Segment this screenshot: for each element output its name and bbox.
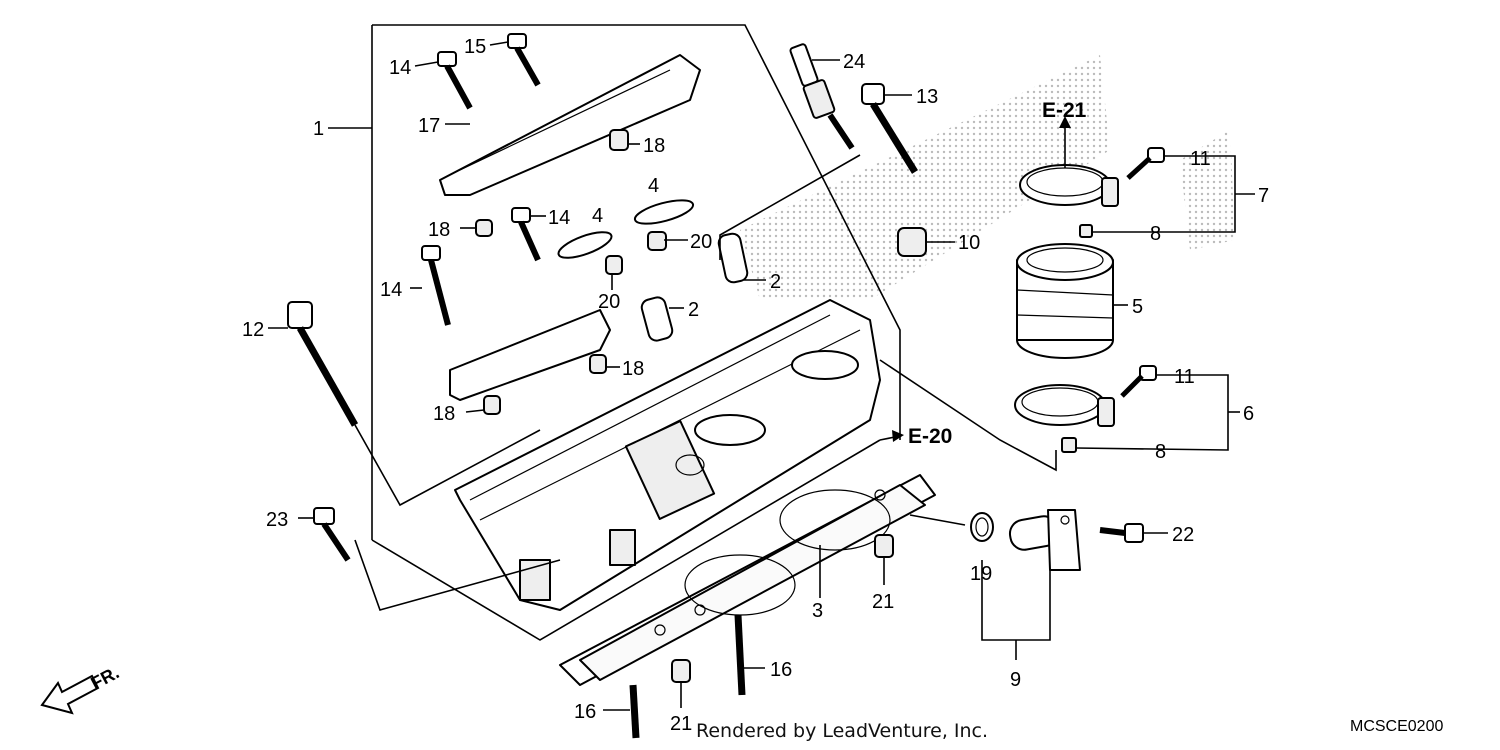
clamp-7 (1019, 164, 1119, 207)
callout-7: 7 (1258, 185, 1269, 207)
ref-e21: E-21 (1042, 99, 1087, 122)
callout-24: 24 (843, 51, 865, 73)
callout-12: 12 (242, 319, 264, 341)
dowel-21-b (671, 659, 691, 683)
cam-holder-upper (439, 54, 701, 237)
callout-20a: 20 (690, 231, 712, 253)
callout-18a: 18 (643, 135, 665, 157)
head-gasket (559, 474, 936, 686)
callout-17: 17 (418, 115, 440, 137)
callout-3: 3 (812, 600, 823, 622)
bolt-14-mid (511, 207, 541, 262)
callout-18c: 18 (622, 358, 644, 380)
callout-19: 19 (970, 563, 992, 585)
callout-10: 10 (958, 232, 980, 254)
callout-14c: 14 (380, 279, 402, 301)
callout-2b: 2 (688, 299, 699, 321)
cam-holder-lower (449, 309, 611, 415)
callout-2a: 2 (770, 271, 781, 293)
ref-e20: E-20 (908, 425, 952, 448)
dowel-20 (605, 231, 667, 275)
sensor-9 (1008, 509, 1081, 571)
stud-16-a (734, 614, 746, 696)
callout-21b: 21 (670, 713, 692, 735)
callout-22: 22 (1172, 524, 1194, 546)
bolt-22 (1099, 523, 1144, 543)
bolt-12 (287, 301, 359, 427)
callout-9: 9 (1010, 669, 1021, 691)
callout-18d: 18 (433, 403, 455, 425)
callout-16a: 16 (770, 659, 792, 681)
gasket-4 (557, 199, 695, 259)
callout-13: 13 (916, 86, 938, 108)
callout-8a: 8 (1150, 223, 1161, 245)
diagram-code: MCSCE0200 (1350, 718, 1444, 735)
bolt-14-top (437, 51, 473, 110)
o-ring-19 (970, 512, 994, 542)
bolt-11-bottom (1120, 365, 1157, 398)
bolt-14-left (421, 245, 451, 326)
callout-4b: 4 (592, 205, 603, 227)
bolt-13 (861, 83, 918, 174)
bolt-11-top (1126, 147, 1165, 180)
clamp-6 (1014, 384, 1115, 427)
cap-10 (897, 227, 927, 257)
credit-text: Rendered by LeadVenture, Inc. (696, 720, 989, 742)
callout-20b: 20 (598, 291, 620, 313)
nut-8-top (1079, 224, 1093, 238)
insulator-5 (1016, 243, 1114, 359)
callout-4a: 4 (648, 175, 659, 197)
callout-14b: 14 (548, 207, 570, 229)
callout-11a: 11 (1190, 148, 1211, 170)
callout-18b: 18 (428, 219, 450, 241)
bolt-15 (507, 33, 541, 87)
front-arrow-icon: FR. (40, 662, 122, 715)
nut-8-bottom (1061, 437, 1077, 453)
callout-23: 23 (266, 509, 288, 531)
callout-5: 5 (1132, 296, 1143, 318)
bolt-23 (313, 507, 351, 562)
callout-8b: 8 (1155, 441, 1166, 463)
callout-6: 6 (1243, 403, 1254, 425)
callout-labels: 1 14 15 17 18 24 13 18 14 4 4 20 20 2 2 … (242, 36, 1269, 735)
spark-plug-24 (789, 43, 855, 150)
watermark-graphic (740, 55, 1235, 300)
callout-21a: 21 (872, 591, 894, 613)
callout-15: 15 (464, 36, 486, 58)
callout-11b: 11 (1174, 366, 1195, 388)
callout-14a: 14 (389, 57, 411, 79)
callout-1: 1 (313, 118, 324, 140)
callout-16b: 16 (574, 701, 596, 723)
leader-lines (268, 41, 1255, 711)
cylinder-head (454, 299, 881, 611)
stud-16-b (629, 684, 640, 739)
dowel-21-a (874, 534, 894, 558)
oil-pipe-2 (640, 232, 749, 342)
